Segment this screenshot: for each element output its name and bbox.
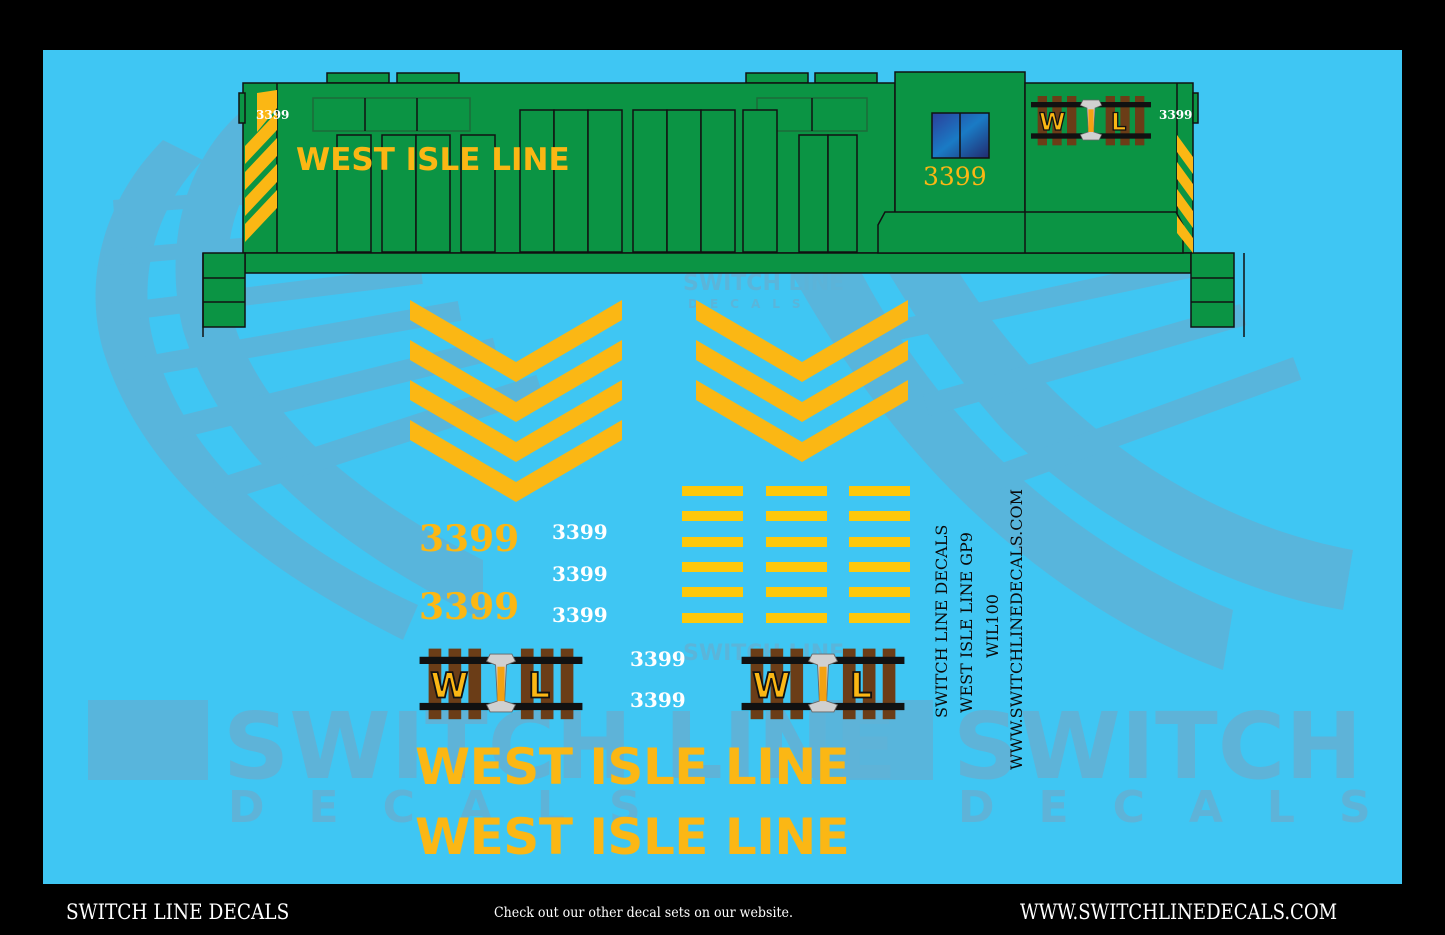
- number-small-white-5: 3399: [630, 688, 686, 712]
- watermark-brand-left: SWITCH LINE: [223, 693, 897, 800]
- locomotive-side-view: [202, 71, 1245, 337]
- watermark-track-graphic: SWITCH LINE DECALS SWITCH LINE DECALS SW…: [88, 110, 1402, 833]
- number-small-white-2: 3399: [552, 562, 608, 586]
- title-decal-1: WEST ISLE LINE: [415, 738, 850, 796]
- svg-text:DECALS: DECALS: [228, 782, 685, 833]
- footer-bar: SWITCH LINE DECALS Check out our other d…: [0, 884, 1445, 935]
- chevron-decals-right: [696, 300, 908, 462]
- info-line-set-id: WIL100: [983, 594, 1002, 658]
- info-line-model: WEST ISLE LINE GP9: [957, 532, 976, 713]
- footer-url-link[interactable]: WWW.SWITCHLINEDECALS.COM: [1020, 900, 1338, 924]
- number-small-white-4: 3399: [630, 647, 686, 671]
- svg-text:DECALS: DECALS: [688, 297, 813, 311]
- chevron-decals-left: [410, 300, 622, 502]
- loco-end-number-right: 3399: [1159, 108, 1193, 122]
- svg-text:L: L: [528, 666, 550, 706]
- watermark-brand-right: SWITCH LINE: [953, 693, 1402, 800]
- number-small-white-1: 3399: [552, 520, 608, 544]
- number-large-yellow-2: 3399: [419, 586, 520, 628]
- svg-text:DECALS: DECALS: [958, 782, 1402, 833]
- loco-cab-number: 3399: [923, 162, 987, 191]
- info-line-brand: SWITCH LINE DECALS: [932, 524, 951, 718]
- footer-tagline: Check out our other decal sets on our we…: [494, 905, 794, 921]
- wil-logo-decal-1: W L: [419, 648, 583, 720]
- info-line-url: WWW.SWITCHLINEDECALS.COM: [1007, 489, 1026, 770]
- wil-logo-icon: W L: [1031, 96, 1151, 146]
- loco-side-title: WEST ISLE LINE: [296, 142, 570, 178]
- svg-text:L: L: [850, 666, 872, 706]
- number-small-white-3: 3399: [552, 603, 608, 627]
- number-large-yellow-1: 3399: [419, 518, 520, 560]
- loco-end-number-left: 3399: [256, 108, 290, 122]
- svg-text:L: L: [1111, 108, 1126, 136]
- decal-sheet: SWITCH LINE DECALS SWITCH LINE DECALS SW…: [43, 50, 1402, 884]
- wil-logo-decal-2: W L: [741, 648, 905, 720]
- footer-brand: SWITCH LINE DECALS: [66, 900, 290, 924]
- svg-text:SWITCH LINE: SWITCH LINE: [683, 271, 844, 296]
- svg-text:W: W: [430, 666, 468, 706]
- svg-text:W: W: [1039, 108, 1065, 136]
- svg-text:W: W: [752, 666, 790, 706]
- title-decal-2: WEST ISLE LINE: [415, 808, 850, 866]
